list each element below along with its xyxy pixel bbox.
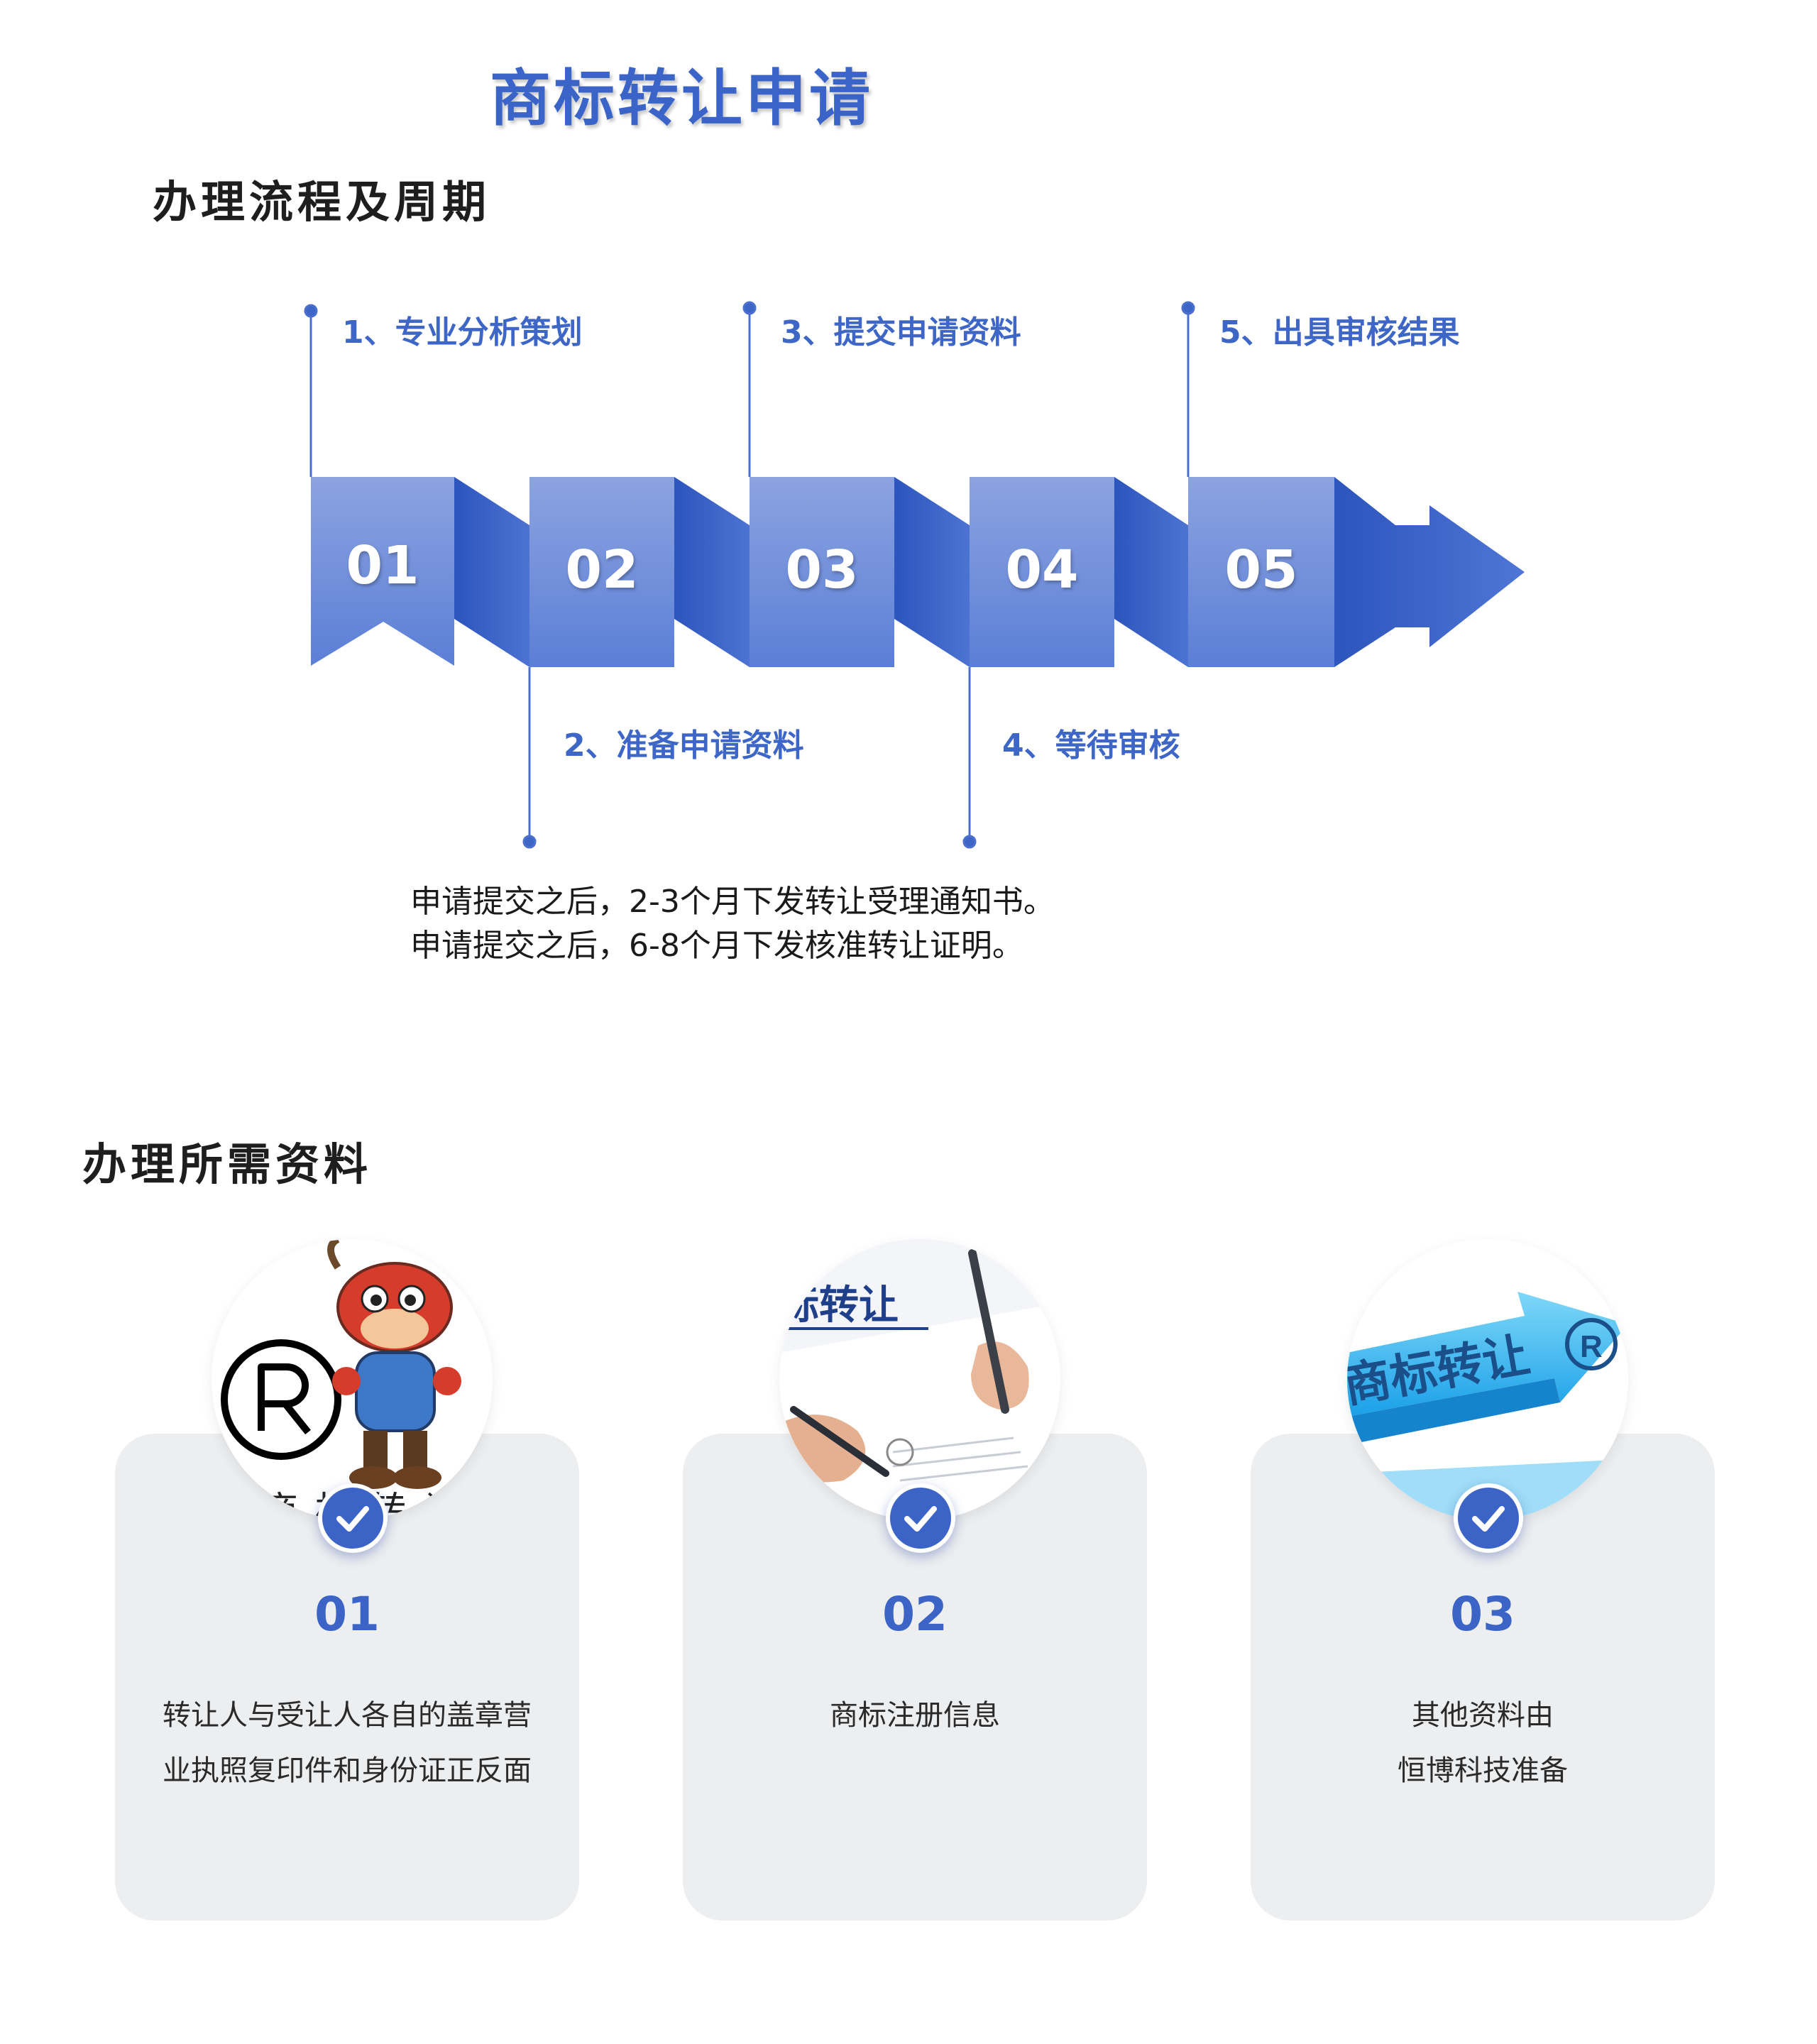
step-block-01: [311, 477, 454, 666]
material-description-3: 其他资料由 恒博科技准备: [1251, 1688, 1715, 1798]
fold-1-2: [454, 477, 529, 667]
connector-dot: [1181, 301, 1195, 315]
material-image-3: 商标转让 R: [1347, 1239, 1628, 1520]
step-block-05: [1188, 477, 1334, 667]
step-block-02: [529, 477, 674, 667]
material-number-3: 03: [1450, 1587, 1515, 1642]
connector-dot: [742, 301, 757, 315]
step-label-1: 1、专业分析策划: [342, 314, 583, 351]
svg-text:R: R: [1580, 1329, 1603, 1364]
material-1-line-1: 转让人与受让人各自的盖章营: [163, 1699, 532, 1732]
connector-dot: [304, 304, 318, 318]
timing-line-1: 申请提交之后，2-3个月下发转让受理通知书。: [410, 884, 1055, 920]
mascot-registered-icon: 商标转让: [221, 1239, 463, 1520]
process-flow-diagram: 01 02 03 04 05: [304, 301, 1525, 849]
timing-line-2: 申请提交之后，6-8个月下发核准转让证明。: [410, 928, 1023, 964]
check-circle-icon: [318, 1483, 388, 1553]
material-number-2: 02: [882, 1587, 948, 1642]
material-image-2: 标转让: [779, 1239, 1060, 1520]
step-block-04: [970, 477, 1114, 667]
svg-text:标转让: 标转让: [779, 1282, 899, 1329]
connector-dot: [962, 835, 977, 849]
process-section-title: 办理流程及周期: [153, 176, 491, 228]
step-number-04: 04: [1006, 539, 1079, 600]
step-label-5: 5、出具审核结果: [1219, 314, 1460, 351]
step-number-01: 01: [346, 535, 419, 596]
check-circle-icon: [886, 1483, 955, 1553]
step-label-2: 2、准备申请资料: [564, 727, 804, 764]
material-image-1: 商标转让: [212, 1239, 493, 1520]
materials-section-title: 办理所需资料: [82, 1138, 373, 1190]
material-2-line-1: 商标注册信息: [830, 1699, 1000, 1732]
step-number-05: 05: [1225, 539, 1298, 600]
material-number-1: 01: [314, 1587, 380, 1642]
material-description-1: 转让人与受让人各自的盖章营 业执照复印件和身份证正反面: [115, 1688, 579, 1798]
material-1-line-2: 业执照复印件和身份证正反面: [163, 1754, 532, 1787]
material-description-2: 商标注册信息: [683, 1688, 1147, 1743]
step-label-3: 3、提交申请资料: [781, 314, 1021, 351]
final-arrow: [1334, 477, 1525, 667]
step-block-03: [750, 477, 894, 667]
page-title: 商标转让申请: [490, 63, 873, 134]
signing-document-photo: 标转让: [779, 1239, 1060, 1520]
connector-dot: [522, 835, 537, 849]
processing-timeline-note: 申请提交之后，2-3个月下发转让受理通知书。 申请提交之后，6-8个月下发核准转…: [410, 880, 1055, 968]
fold-3-4: [894, 477, 970, 667]
material-3-line-2: 恒博科技准备: [1398, 1754, 1568, 1787]
step-number-03: 03: [786, 539, 859, 600]
step-number-02: 02: [566, 539, 639, 600]
fold-2-3: [674, 477, 750, 667]
fold-4-5: [1114, 477, 1188, 667]
material-3-line-1: 其他资料由: [1412, 1699, 1554, 1732]
trademark-transfer-arrow-graphic: 商标转让 R: [1347, 1239, 1628, 1520]
check-circle-icon: [1454, 1483, 1523, 1553]
step-label-4: 4、等待审核: [1002, 727, 1180, 764]
